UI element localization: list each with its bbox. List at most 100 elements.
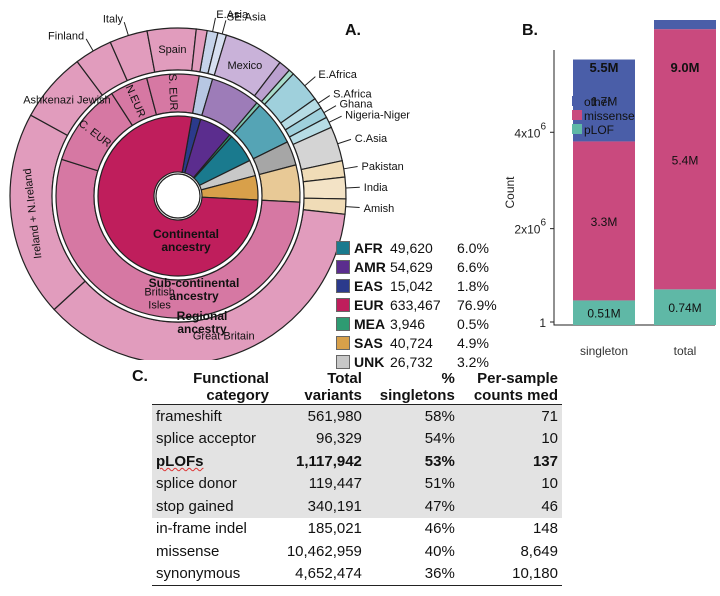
regional-label-12: Amish	[364, 203, 395, 215]
y-axis-label: Count	[503, 176, 517, 209]
bar-total-label: 5.5M	[590, 60, 619, 75]
panel-label-a: A.	[345, 22, 361, 39]
legend-count: 633,467	[390, 296, 441, 313]
regional-label-5: E.Africa	[318, 69, 357, 81]
table-cell: frameshift	[152, 404, 273, 428]
table-cell: 46%	[424, 520, 455, 538]
bar-value-label: 0.74M	[668, 301, 701, 315]
table-cell: 8,649	[520, 542, 558, 560]
legend-code: EUR	[354, 296, 384, 313]
legend-percent: 3.2%	[457, 353, 489, 370]
table-cell: 340,191	[272, 495, 366, 518]
continental-arc-6	[97, 115, 259, 277]
legend-code: AMR	[354, 258, 386, 275]
regional-label-6: S.Africa	[333, 88, 372, 100]
table-cell: 1,117,942	[272, 450, 366, 473]
table-cell: 4,652,474	[272, 562, 366, 586]
legend-percent: 6.6%	[457, 258, 489, 275]
legend-label-other: other	[584, 95, 611, 109]
legend-percent: 1.8%	[457, 277, 489, 294]
leader-line	[323, 105, 337, 114]
table-cell: 36%	[365, 562, 459, 586]
table-cell: missense	[156, 542, 220, 560]
legend-swatch	[336, 259, 350, 274]
table-cell: stop gained	[152, 495, 273, 518]
regional-label-17: Italy	[103, 13, 124, 25]
y-tick-label: 1	[539, 316, 546, 330]
legend-swatch	[336, 297, 350, 312]
legend-code: MEA	[354, 315, 386, 332]
table-cell: 137	[458, 450, 562, 473]
leader-line	[221, 20, 227, 35]
table-row: missense 10,462,959 40% 8,649	[152, 540, 562, 563]
table-cell: 71	[458, 404, 562, 428]
table-cell: 51%	[365, 472, 459, 495]
x-category-label: total	[674, 344, 697, 358]
table-cell: 10	[458, 472, 562, 495]
table-cell: 119,447	[272, 472, 366, 495]
table-cell: 96,329	[272, 427, 366, 450]
regional-label-10: Pakistan	[362, 161, 404, 173]
legend-count: 54,629	[390, 258, 433, 275]
legend-swatch-other	[572, 96, 582, 106]
regional-label-11: India	[364, 182, 389, 194]
table-cell: 54%	[365, 427, 459, 450]
legend-swatch-pLOF	[572, 124, 582, 134]
legend-percent: 0.5%	[457, 315, 489, 332]
leader-line	[345, 206, 360, 209]
table-cell: 58%	[365, 404, 459, 428]
regional-label-9: C.Asia	[355, 133, 388, 145]
subcontinental-label-9: S. EUR	[166, 74, 180, 111]
leader-line	[328, 115, 342, 123]
leader-line	[123, 21, 129, 36]
legend-count: 49,620	[390, 239, 433, 256]
regional-label-16: Finland	[48, 30, 84, 42]
regional-label-0: E.Asia	[216, 9, 249, 21]
table-cell: splice donor	[152, 472, 273, 495]
legend-code: AFR	[354, 239, 383, 256]
x-category-label: singleton	[580, 344, 628, 358]
regional-label-8: Nigeria-Niger	[345, 109, 410, 121]
table-cell: 40%	[424, 542, 455, 560]
table-cell: 46	[458, 495, 562, 518]
legend-count: 40,724	[390, 334, 433, 351]
table-cell: 10	[458, 427, 562, 450]
legend-label-missense: missense	[584, 109, 635, 123]
table-cell: splice acceptor	[152, 427, 273, 450]
legend-percent: 4.9%	[457, 334, 489, 351]
bar-value-label: 3.3M	[591, 215, 618, 229]
table-cell: 10,462,959	[286, 542, 362, 560]
table-cell: 47%	[365, 495, 459, 518]
leader-line	[337, 138, 352, 145]
legend-code: EAS	[354, 277, 383, 294]
table-cell: 185,021	[307, 520, 362, 538]
table-cell: 148	[532, 520, 558, 538]
bar-other-singleton	[573, 59, 635, 142]
regional-label-13: Great Britain	[193, 331, 255, 343]
bar-value-label: 0.51M	[587, 307, 620, 321]
legend-swatch	[336, 335, 350, 350]
legend-code: UNK	[354, 353, 385, 370]
legend-swatch-missense	[572, 110, 582, 120]
regional-label-18: Spain	[158, 44, 186, 56]
leader-line	[345, 186, 360, 189]
legend-code: SAS	[354, 334, 383, 351]
bar-value-label: 5.4M	[672, 153, 699, 167]
legend-label-pLOF: pLOF	[584, 123, 614, 137]
